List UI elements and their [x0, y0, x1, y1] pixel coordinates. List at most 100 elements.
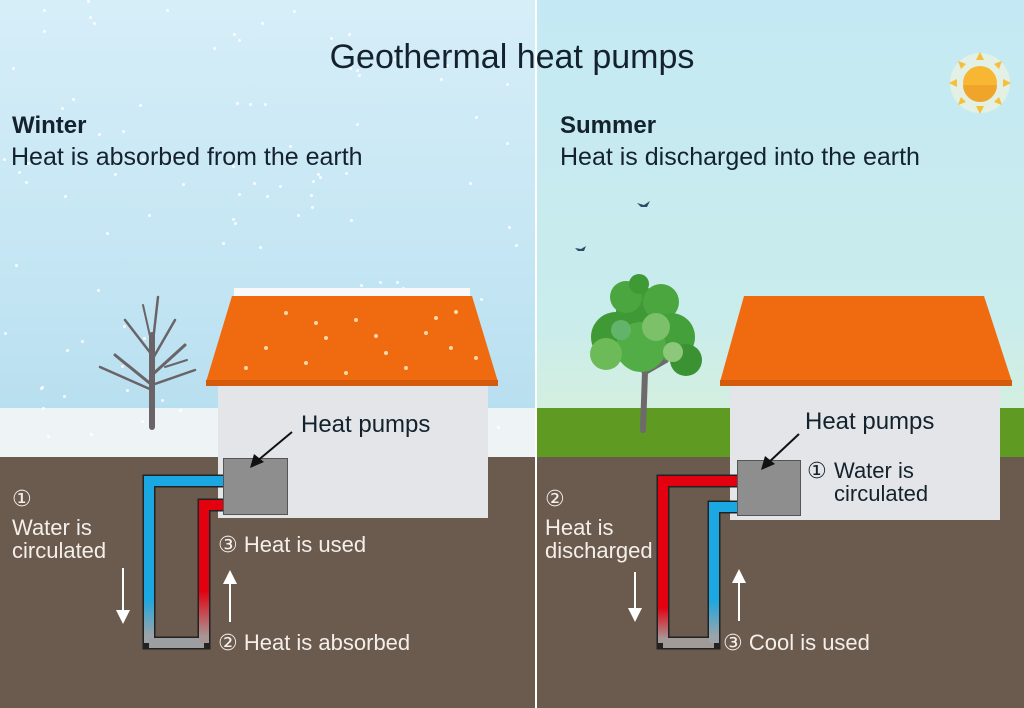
snowflake [418, 60, 421, 63]
winter-step1-line2: circulated [12, 538, 107, 563]
snowflake [360, 284, 363, 287]
down-arrow-icon [628, 572, 642, 622]
pointer-arrow-icon [761, 433, 800, 470]
sun-icon [949, 52, 1011, 114]
snowflake [64, 195, 67, 198]
pipe-loop [142, 474, 228, 650]
snowflake [238, 39, 241, 42]
snowflake [264, 103, 267, 106]
summer-panel: Summer Heat is discharged into the earth [537, 0, 1024, 708]
snowflake [142, 158, 145, 161]
snowflake [141, 420, 144, 423]
summer-season-label: Summer [560, 112, 657, 139]
snowflake [232, 165, 235, 168]
bird-icon [637, 201, 650, 207]
down-arrow-icon [116, 568, 130, 624]
snowflake [440, 78, 443, 81]
snowflake [356, 123, 359, 126]
snowflake [266, 195, 269, 198]
winter-step1-line1: Water is [12, 515, 92, 540]
snowflake [480, 298, 483, 301]
winter-step3: ③ Heat is used [218, 532, 367, 557]
snowflake [171, 157, 174, 160]
snowflake [222, 242, 225, 245]
snowflake [293, 10, 296, 13]
snowflake [279, 185, 282, 188]
snowflake [18, 171, 21, 174]
snowflake [234, 222, 237, 225]
snowflake [4, 332, 7, 335]
summer-step2-number: ② [545, 486, 565, 511]
snowflake [121, 365, 124, 368]
snowflake [515, 244, 518, 247]
snowflake [393, 58, 396, 61]
snowflake [114, 173, 117, 176]
snowflake [161, 399, 164, 402]
snowflake [47, 435, 50, 438]
snowflake [97, 289, 100, 292]
snowflake [356, 69, 359, 72]
snowflake [508, 226, 511, 229]
snowflake [40, 387, 43, 390]
snowflake [497, 426, 500, 429]
snowflake [310, 194, 313, 197]
summer-step1-line1: Water is [834, 458, 914, 483]
snowflake [311, 206, 314, 209]
up-arrow-icon [732, 569, 746, 621]
winter-panel: Winter Heat is absorbed from the earth H [0, 0, 535, 708]
snowflake [148, 214, 151, 217]
snowflake [312, 180, 315, 183]
snowflake [238, 193, 241, 196]
snowflake [253, 182, 256, 185]
snowflake [349, 67, 352, 70]
summer-step2-line2: discharged [545, 538, 653, 563]
snowflake [469, 182, 472, 185]
snowflake [232, 218, 235, 221]
snowflake [122, 130, 125, 133]
snowflake [72, 98, 75, 101]
snowflake [330, 37, 333, 40]
snowflake [259, 246, 262, 249]
summer-step2-line1: Heat is [545, 515, 614, 540]
bird-icon [575, 246, 586, 251]
summer-step1-number: ① [807, 458, 827, 483]
snowflake [89, 16, 92, 19]
snowflake [379, 281, 382, 284]
snowflake [297, 214, 300, 217]
snowflake [106, 232, 109, 235]
pipe-loop [656, 474, 744, 650]
snowflake [166, 9, 169, 12]
snowflake [396, 281, 399, 284]
snowflake [345, 172, 348, 175]
snowflake [348, 33, 351, 36]
snowflake [319, 176, 322, 179]
snowflake [249, 103, 252, 106]
snowflake [15, 264, 18, 267]
snowflake [63, 395, 66, 398]
snowflake [123, 325, 126, 328]
winter-heat-pump-unit [223, 458, 288, 515]
summer-roof [720, 296, 1012, 386]
snowflake [25, 181, 28, 184]
winter-roof [206, 288, 498, 386]
summer-step3: ③ Cool is used [723, 630, 870, 655]
leafy-tree-icon [590, 274, 702, 433]
snowflake [179, 409, 182, 412]
snowflake [98, 133, 101, 136]
snowflake [12, 67, 15, 70]
up-arrow-icon [223, 570, 237, 622]
snowflake [139, 104, 142, 107]
snowflake [350, 219, 353, 222]
snowflake [446, 64, 449, 67]
winter-step2: ② Heat is absorbed [218, 630, 411, 655]
snowflake [42, 407, 45, 410]
winter-pump-label: Heat pumps [301, 411, 431, 438]
snowflake [43, 30, 46, 33]
snowflake [358, 74, 361, 77]
snowflake [3, 158, 6, 161]
bare-tree-icon [98, 295, 197, 430]
snowflake [186, 154, 189, 157]
snowflake [506, 142, 509, 145]
snowflake [317, 173, 320, 176]
snowflake [213, 47, 216, 50]
